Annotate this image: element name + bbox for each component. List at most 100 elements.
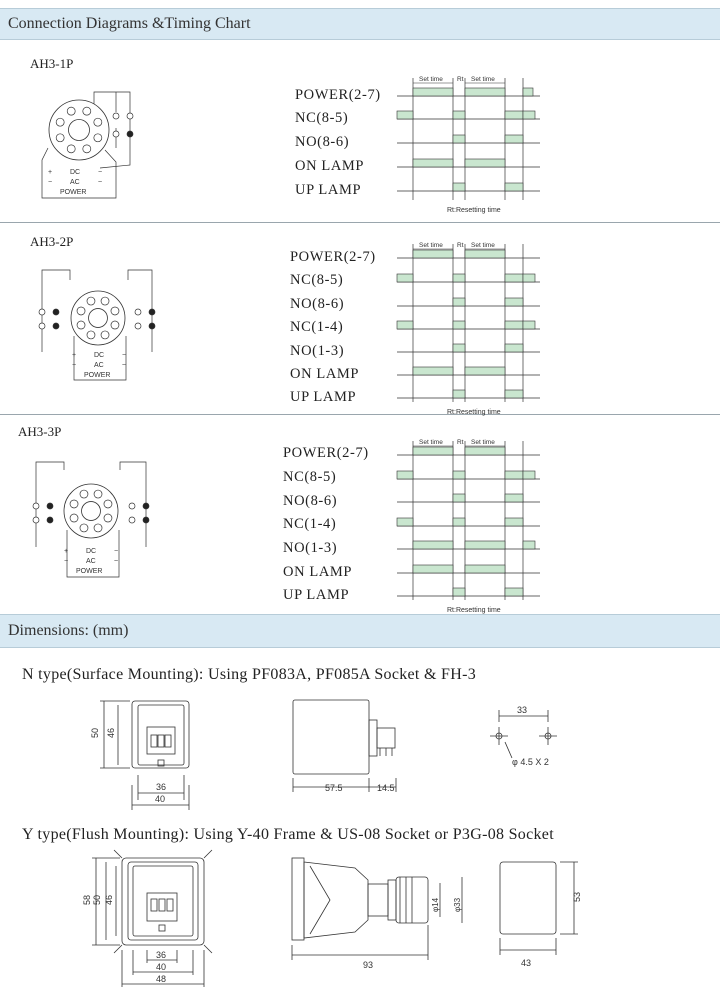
- dim-y-h58: 58: [82, 895, 92, 905]
- timing-pulse: [452, 320, 466, 330]
- plus-sign: +: [64, 548, 68, 555]
- section-divider: [0, 414, 720, 415]
- model-label-ah3-3p: AH3-3P: [18, 424, 62, 439]
- contact-terminal: [148, 308, 156, 316]
- timing-pulse: [522, 470, 536, 480]
- socket-pin: [100, 330, 110, 340]
- contact-terminal: [134, 322, 142, 330]
- rt-label: Rt: [457, 439, 464, 446]
- dimensions-header-title: Dimensions: (mm): [8, 622, 129, 639]
- signal-label: ON LAMP: [283, 564, 353, 580]
- dim-y-h53: 53: [572, 892, 582, 902]
- dim-y-l93: 93: [363, 960, 373, 970]
- socket-pin: [79, 523, 89, 533]
- signal-label: POWER(2-7): [283, 445, 369, 461]
- dim-y-w36: 36: [156, 950, 166, 960]
- socket-pin: [93, 523, 103, 533]
- contact-terminal: [128, 516, 136, 524]
- timing-pulse: [504, 389, 524, 399]
- rt-note: Rt:Resetting time: [447, 409, 501, 416]
- timing-pulse: [522, 87, 534, 97]
- dim-n-h50: 50: [90, 728, 100, 738]
- dim-y-h46: 46: [104, 895, 114, 905]
- timing-pulse: [412, 158, 454, 168]
- dim-n-l57: 57.5: [325, 783, 343, 793]
- contact-terminal: [46, 502, 54, 510]
- timing-pulse: [452, 134, 466, 144]
- minus-sign: −: [72, 362, 76, 369]
- timing-pulse: [412, 249, 454, 259]
- dim-n-w40: 40: [155, 794, 165, 804]
- tilde-sign: ~: [122, 362, 126, 369]
- timing-pulse: [412, 446, 454, 456]
- timing-pulse: [522, 540, 536, 550]
- dim-y-d14: φ14: [431, 897, 440, 912]
- dc-label: DC: [94, 352, 104, 359]
- timing-pulse: [464, 446, 506, 456]
- timing-pulse: [504, 182, 524, 192]
- socket-pin: [66, 106, 76, 116]
- plus-sign: +: [48, 169, 52, 176]
- socket-pin: [55, 133, 65, 143]
- set-time-label: Set time: [419, 76, 443, 83]
- dim-n-s33: 33: [517, 705, 527, 715]
- ac-label: AC: [86, 558, 96, 565]
- signal-label: NO(8-6): [290, 296, 345, 312]
- socket-pin: [93, 489, 103, 499]
- contact-terminal: [46, 516, 54, 524]
- timing-pulse: [504, 517, 524, 527]
- socket-pin: [55, 117, 65, 127]
- contact-terminal: [126, 130, 134, 138]
- signal-label: NO(8-6): [283, 493, 338, 509]
- contact-terminal: [38, 322, 46, 330]
- timing-pulse: [452, 273, 466, 283]
- dim-y-d33: φ33: [453, 897, 462, 912]
- power-label: POWER: [60, 189, 86, 196]
- socket-pin: [66, 144, 76, 154]
- power-label: POWER: [84, 372, 110, 379]
- timing-pulse: [504, 343, 524, 353]
- timing-pulse: [504, 493, 524, 503]
- set-time-label: Set time: [419, 242, 443, 249]
- timing-pulse: [452, 343, 466, 353]
- timing-pulse: [412, 564, 454, 574]
- socket-pin: [86, 330, 96, 340]
- y-type-side-view: [291, 857, 463, 960]
- socket-pin: [69, 499, 79, 509]
- n-type-hole-pattern: [490, 710, 557, 759]
- timing-pulse: [464, 249, 506, 259]
- dim-y-w48: 48: [156, 974, 166, 984]
- signal-label: NO(8-6): [295, 134, 350, 150]
- ac-label: AC: [70, 179, 80, 186]
- timing-pulse: [522, 110, 536, 120]
- contact-terminal: [32, 502, 40, 510]
- set-time-label: Set time: [419, 439, 443, 446]
- n-type-side-view: [292, 699, 397, 792]
- connection-header-title: Connection Diagrams &Timing Chart: [8, 15, 251, 32]
- timing-pulse: [396, 517, 414, 527]
- tilde-sign: ~: [98, 179, 102, 186]
- minus-sign: −: [98, 169, 102, 176]
- socket-key: [88, 308, 108, 328]
- minus-sign: −: [122, 352, 126, 359]
- socket-pin: [103, 499, 113, 509]
- timing-pulse: [452, 470, 466, 480]
- connection-header-band: Connection Diagrams &Timing Chart: [0, 8, 720, 40]
- rt-label: Rt: [457, 242, 464, 249]
- signal-label: POWER(2-7): [295, 87, 381, 103]
- dim-n-l14: 14.5: [377, 783, 395, 793]
- socket-outline: [70, 290, 126, 346]
- model-label-ah3-1p: AH3-1P: [30, 56, 74, 71]
- dim-n-w36: 36: [156, 782, 166, 792]
- wiring-line: [41, 147, 117, 199]
- n-type-title: N type(Surface Mounting): Using PF083A, …: [22, 666, 476, 683]
- minus-sign: −: [64, 558, 68, 565]
- contact-terminal: [134, 308, 142, 316]
- dc-label: DC: [86, 548, 96, 555]
- timing-pulse: [504, 587, 524, 597]
- section-divider: [0, 222, 720, 223]
- contact-terminal: [52, 308, 60, 316]
- signal-label: UP LAMP: [295, 182, 362, 198]
- socket-key: [68, 119, 90, 141]
